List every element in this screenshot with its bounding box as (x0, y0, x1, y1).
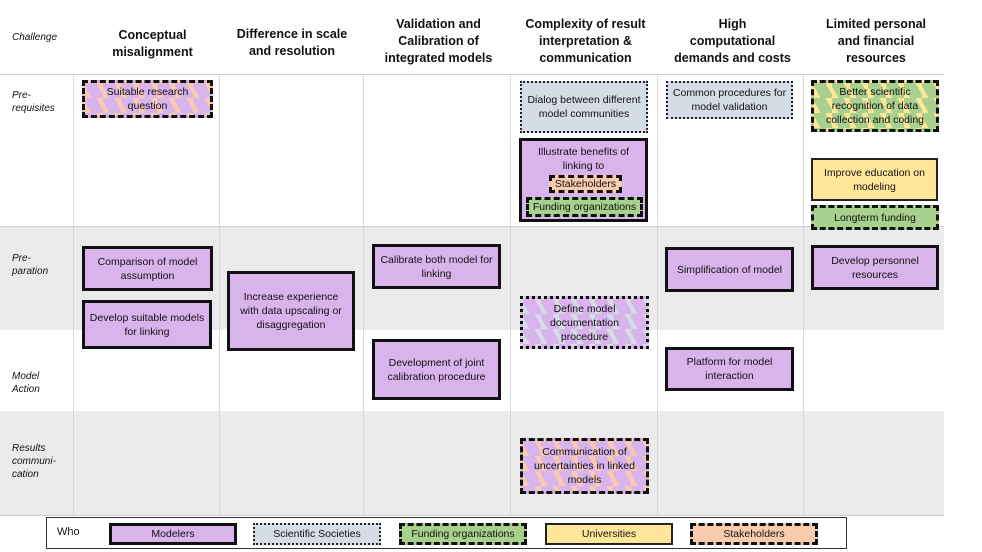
column-divider (657, 75, 658, 515)
box-label: Calibrate both model for linking (380, 253, 493, 280)
legend-universities: Universities (545, 523, 673, 545)
column-header-line: and financial (837, 34, 915, 48)
column-header-line: Difference in scale (236, 27, 348, 41)
box-label: Longterm funding (834, 211, 916, 224)
column-header-line: Calibration of (398, 34, 479, 48)
row-label-model-action: Model Action (12, 370, 40, 396)
box-label: Funding organizations (532, 201, 637, 213)
box-increase-experience: Increase experience with data upscaling … (227, 271, 355, 351)
column-header-line: resources (846, 51, 906, 65)
box-label: Illustrate benefits of linking to (537, 146, 630, 172)
box-stakeholders-inner: Stakeholders (549, 175, 622, 193)
box-label: Improve education on modeling (824, 166, 925, 193)
box-label: Platform for model interaction (686, 356, 773, 382)
column-header-line: misalignment (112, 45, 193, 59)
legend-label: Universities (581, 528, 637, 540)
row-label-line: Pre- (12, 253, 31, 264)
box-label: Better scientific recognition of data co… (825, 86, 925, 126)
box-label: Suitable research question (106, 86, 189, 112)
row-label-line: Model (12, 371, 40, 382)
column-header-line: Complexity of result (525, 17, 646, 31)
box-platform-interaction: Platform for model interaction (665, 347, 794, 391)
column-header-resources: Limited personal and financial resources (806, 16, 946, 67)
column-divider (363, 75, 364, 515)
row-label-line: communi- (12, 456, 56, 467)
column-header-line: computational (689, 34, 776, 48)
box-communication-uncertainties: Communication of uncertainties in linked… (520, 438, 649, 494)
column-divider (219, 75, 220, 515)
row-label-prerequisites: Pre- requisites (12, 89, 55, 115)
legend: Who Modelers Scientific Societies Fundin… (46, 517, 847, 549)
column-header-line: demands and costs (674, 51, 791, 65)
header-divider (0, 74, 944, 75)
column-header-line: integrated models (384, 51, 493, 65)
column-divider (803, 75, 804, 515)
band-results (0, 411, 944, 515)
row-divider (0, 515, 944, 516)
box-develop-personnel: Develop personnel resources (811, 245, 939, 290)
legend-label: Funding organizations (411, 528, 515, 540)
box-common-procedures: Common procedures for model validation (666, 81, 793, 119)
box-dialog-communities: Dialog between different model communiti… (520, 81, 648, 133)
column-divider (510, 75, 511, 515)
column-header-conceptual: Conceptual misalignment (80, 27, 225, 61)
box-better-recognition: Better scientific recognition of data co… (811, 80, 939, 132)
challenge-label: Challenge (12, 32, 58, 43)
column-header-scale: Difference in scale and resolution (222, 26, 362, 60)
box-calibrate-both: Calibrate both model for linking (372, 244, 501, 289)
legend-modelers: Modelers (109, 523, 237, 545)
box-label: Communication of uncertainties in linked… (534, 446, 635, 486)
box-define-documentation: Define model documentation procedure (520, 296, 649, 349)
box-comparison-assumption: Comparison of model assumption (82, 246, 213, 291)
legend-label: Stakeholders (723, 528, 785, 540)
row-label-line: requisites (12, 103, 55, 114)
box-label: Develop suitable models for linking (89, 311, 205, 338)
row-label-results: Results communi- cation (12, 442, 56, 481)
column-header-line: Conceptual (118, 28, 187, 42)
box-improve-education: Improve education on modeling (811, 158, 938, 201)
legend-label: Modelers (151, 528, 195, 540)
row-label-line: paration (12, 266, 49, 277)
row-label-preparation: Pre- paration (12, 252, 48, 278)
box-joint-calibration: Development of joint calibration procedu… (372, 339, 501, 400)
box-develop-suitable-models: Develop suitable models for linking (82, 300, 212, 349)
box-suitable-research-question: Suitable research question (82, 80, 213, 118)
column-header-line: Limited personal (825, 17, 927, 31)
box-label: Common procedures for model validation (672, 87, 787, 113)
box-label: Simplification of model (676, 263, 783, 276)
box-label: Development of joint calibration procedu… (387, 356, 486, 383)
column-header-complexity: Complexity of result interpretation & co… (513, 16, 658, 67)
row-label-line: cation (12, 469, 39, 480)
box-label: Define model documentation procedure (550, 302, 619, 343)
row-label-line: Pre- (12, 90, 31, 101)
box-funding-organizations-inner: Funding organizations (526, 197, 643, 217)
row-label-line: Action (12, 384, 40, 395)
box-simplification: Simplification of model (665, 247, 794, 292)
column-divider (73, 75, 74, 515)
box-label: Comparison of model assumption (97, 255, 198, 282)
column-header-line: communication (539, 51, 632, 65)
legend-stakeholders: Stakeholders (690, 523, 818, 545)
column-header-validation: Validation and Calibration of integrated… (366, 16, 511, 67)
box-label: Dialog between different model communiti… (527, 94, 641, 120)
legend-scientific-societies: Scientific Societies (253, 523, 381, 545)
column-header-line: High (718, 17, 747, 31)
box-longterm-funding: Longterm funding (811, 205, 939, 230)
legend-who-label: Who (57, 526, 80, 538)
legend-funding-organizations: Funding organizations (399, 523, 527, 545)
column-header-computational: High computational demands and costs (660, 16, 805, 67)
legend-label: Scientific Societies (273, 528, 361, 540)
box-label: Stakeholders (554, 178, 617, 190)
column-header-line: Validation and (396, 17, 481, 31)
column-header-line: interpretation & (538, 34, 633, 48)
column-header-line: and resolution (248, 44, 336, 58)
box-label: Develop personnel resources (831, 254, 919, 281)
box-label: Increase experience with data upscaling … (240, 291, 342, 331)
row-label-line: Results (12, 443, 46, 454)
row-divider (0, 226, 944, 227)
